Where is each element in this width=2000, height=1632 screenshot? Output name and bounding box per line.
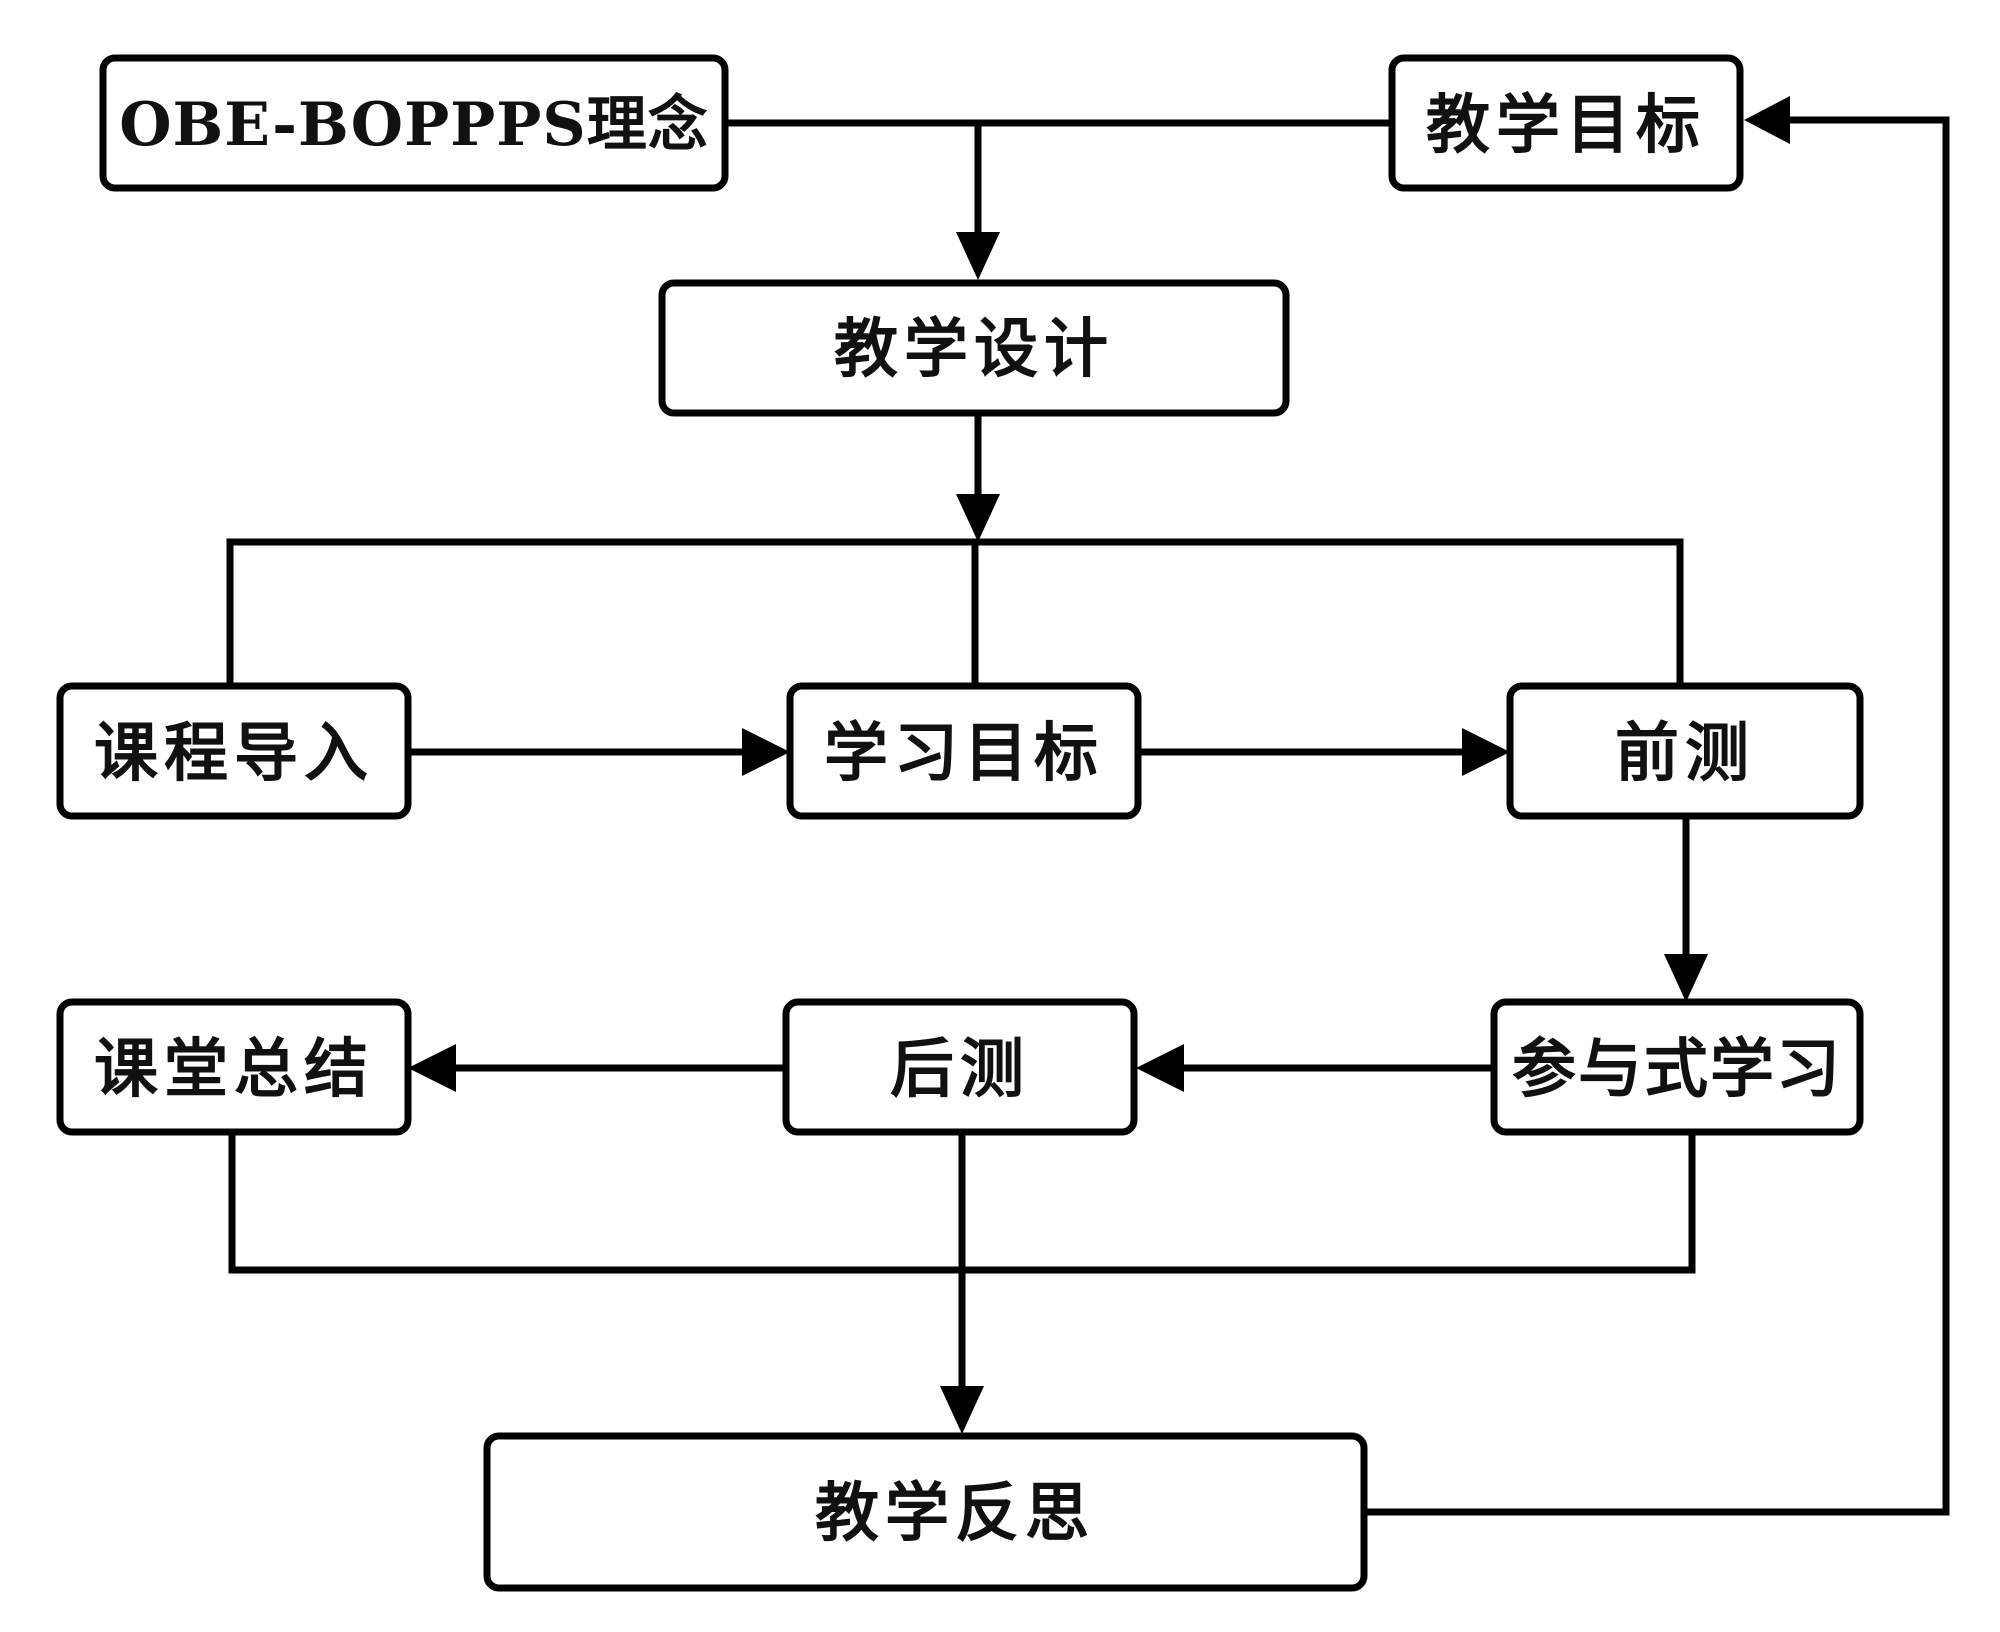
node-label: 教学目标: [1426, 89, 1706, 163]
node-label: 课堂总结: [94, 1033, 374, 1107]
node-label: 课程导入: [94, 717, 374, 791]
node-label: 参与式学习: [1512, 1033, 1842, 1107]
node-learning-objectives: 学习目标: [786, 682, 1142, 820]
connector-branch-bar: [226, 538, 1684, 684]
arrowhead-to-design: [956, 232, 1000, 280]
node-teaching-objectives: 教学目标: [1388, 54, 1744, 192]
node-teaching-reflection: 教学反思: [483, 1432, 1368, 1592]
node-label: OBE-BOPPPS理念: [119, 90, 709, 160]
arrowhead-to-pretest: [1462, 728, 1510, 776]
node-label: 教学反思: [815, 1477, 1095, 1551]
node-pre-test: 前测: [1506, 682, 1864, 820]
node-label: 学习目标: [824, 717, 1104, 791]
arrowhead-to-reflection: [940, 1386, 984, 1434]
node-class-summary: 课堂总结: [56, 998, 412, 1136]
arrowhead-to-posttest: [1136, 1044, 1184, 1092]
node-label: 前测: [1615, 717, 1755, 791]
node-post-test: 后测: [782, 998, 1138, 1136]
arrowhead-to-summary: [408, 1044, 456, 1092]
node-teaching-design: 教学设计: [658, 279, 1290, 417]
arrowhead-to-learning: [742, 728, 790, 776]
node-participatory-learning: 参与式学习: [1490, 998, 1864, 1136]
node-label: 教学设计: [834, 313, 1114, 387]
connector-reflection-feedback: [1366, 116, 1950, 1516]
arrowhead-to-branch: [956, 494, 1000, 542]
node-label: 后测: [890, 1033, 1030, 1107]
node-course-intro: 课程导入: [56, 682, 412, 820]
connectors: [226, 96, 1950, 1516]
arrowhead-to-objectives: [1744, 96, 1790, 144]
node-obe-bopps: OBE-BOPPPS理念: [99, 54, 729, 192]
arrowhead-to-participatory: [1664, 954, 1708, 1002]
